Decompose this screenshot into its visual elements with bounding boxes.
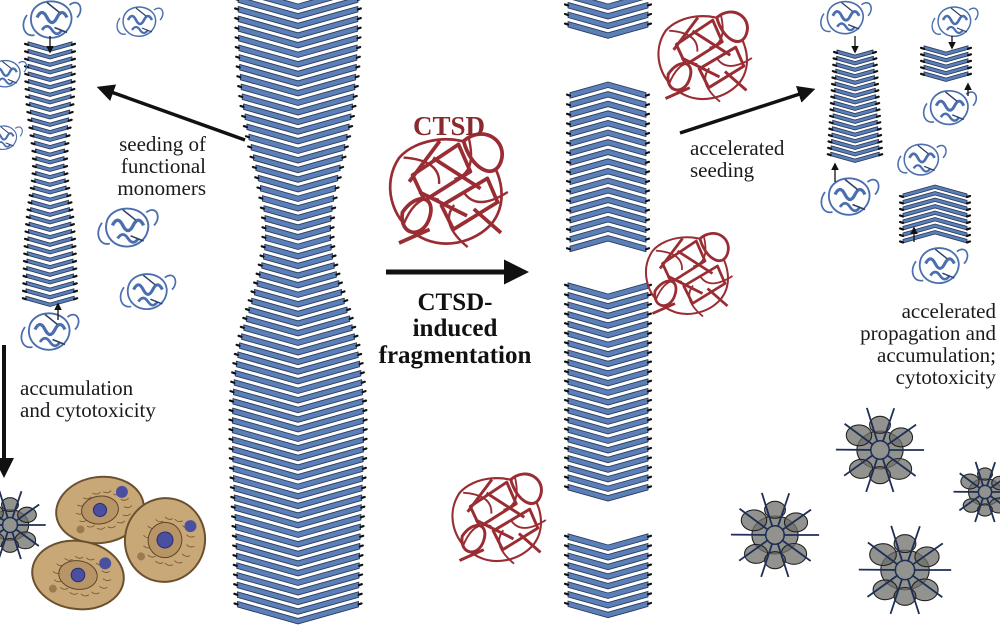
monomer-icon — [0, 126, 22, 149]
monomer-icon — [821, 2, 871, 34]
monomer-icon — [913, 248, 968, 283]
label-line: propagation and — [860, 322, 996, 344]
fragment-1-fibril-icon — [565, 0, 651, 38]
label-ctsd-induced-fragmentation: CTSD- induced fragmentation — [366, 290, 544, 369]
monomer-icon — [23, 1, 80, 37]
label-line: accelerated — [860, 300, 996, 322]
right-small-fibril-2-icon — [900, 185, 970, 243]
monomer-icon — [121, 274, 176, 309]
monomer-icon — [0, 61, 27, 87]
ctsd-protease-icon — [390, 134, 508, 247]
label-accumulation-and-cytotoxicity: accumulation and cytotoxicity — [20, 377, 156, 421]
protease-icon — [658, 12, 751, 102]
aggregate-icon — [859, 526, 951, 614]
monomer-icon — [821, 178, 878, 214]
left-seeded-fibril-icon — [23, 42, 77, 307]
label-accelerated-seeding: accelerated seeding — [690, 137, 784, 181]
label-line: induced — [366, 316, 544, 342]
protease-icon — [646, 233, 733, 316]
label-line: accelerated — [690, 137, 784, 159]
fragment-4-fibril-icon — [565, 534, 651, 618]
monomer-icon — [932, 7, 978, 36]
label-line: functional — [98, 155, 206, 177]
label-line: cytotoxicity — [860, 366, 996, 388]
aggregate-icon — [954, 462, 1000, 522]
label-line: seeding — [690, 159, 784, 181]
monomer-icon — [117, 7, 163, 36]
label-seeding-of-functional-monomers: seeding of functional monomers — [98, 133, 206, 199]
label-ctsd: CTSD — [413, 112, 485, 140]
aggregate-icon — [731, 493, 819, 577]
label-line: accumulation — [20, 377, 156, 399]
fragment-3-fibril-icon — [565, 283, 651, 501]
label-line: seeding of — [98, 133, 206, 155]
monomer-icon — [21, 313, 78, 349]
monomer-icon — [898, 144, 946, 175]
right-seeded-fibril-icon — [828, 50, 882, 163]
monomer-icon — [98, 209, 158, 247]
label-line: CTSD- — [366, 290, 544, 316]
aggregate-icon — [836, 408, 924, 492]
protease-icon — [452, 474, 545, 564]
accelerated-seeding-arrow-icon — [680, 90, 812, 133]
label-line: and cytotoxicity — [20, 399, 156, 421]
fragment-2-fibril-icon — [567, 82, 649, 252]
label-line: fragmentation — [366, 343, 544, 369]
aggregate-icon — [0, 491, 46, 559]
label-line: accumulation; — [860, 344, 996, 366]
label-line: monomers — [98, 177, 206, 199]
right-small-fibril-1-icon — [921, 46, 971, 82]
label-accelerated-propagation: accelerated propagation and accumulation… — [860, 300, 996, 388]
cell-icon — [28, 535, 129, 615]
central-fibril-icon — [229, 0, 366, 624]
